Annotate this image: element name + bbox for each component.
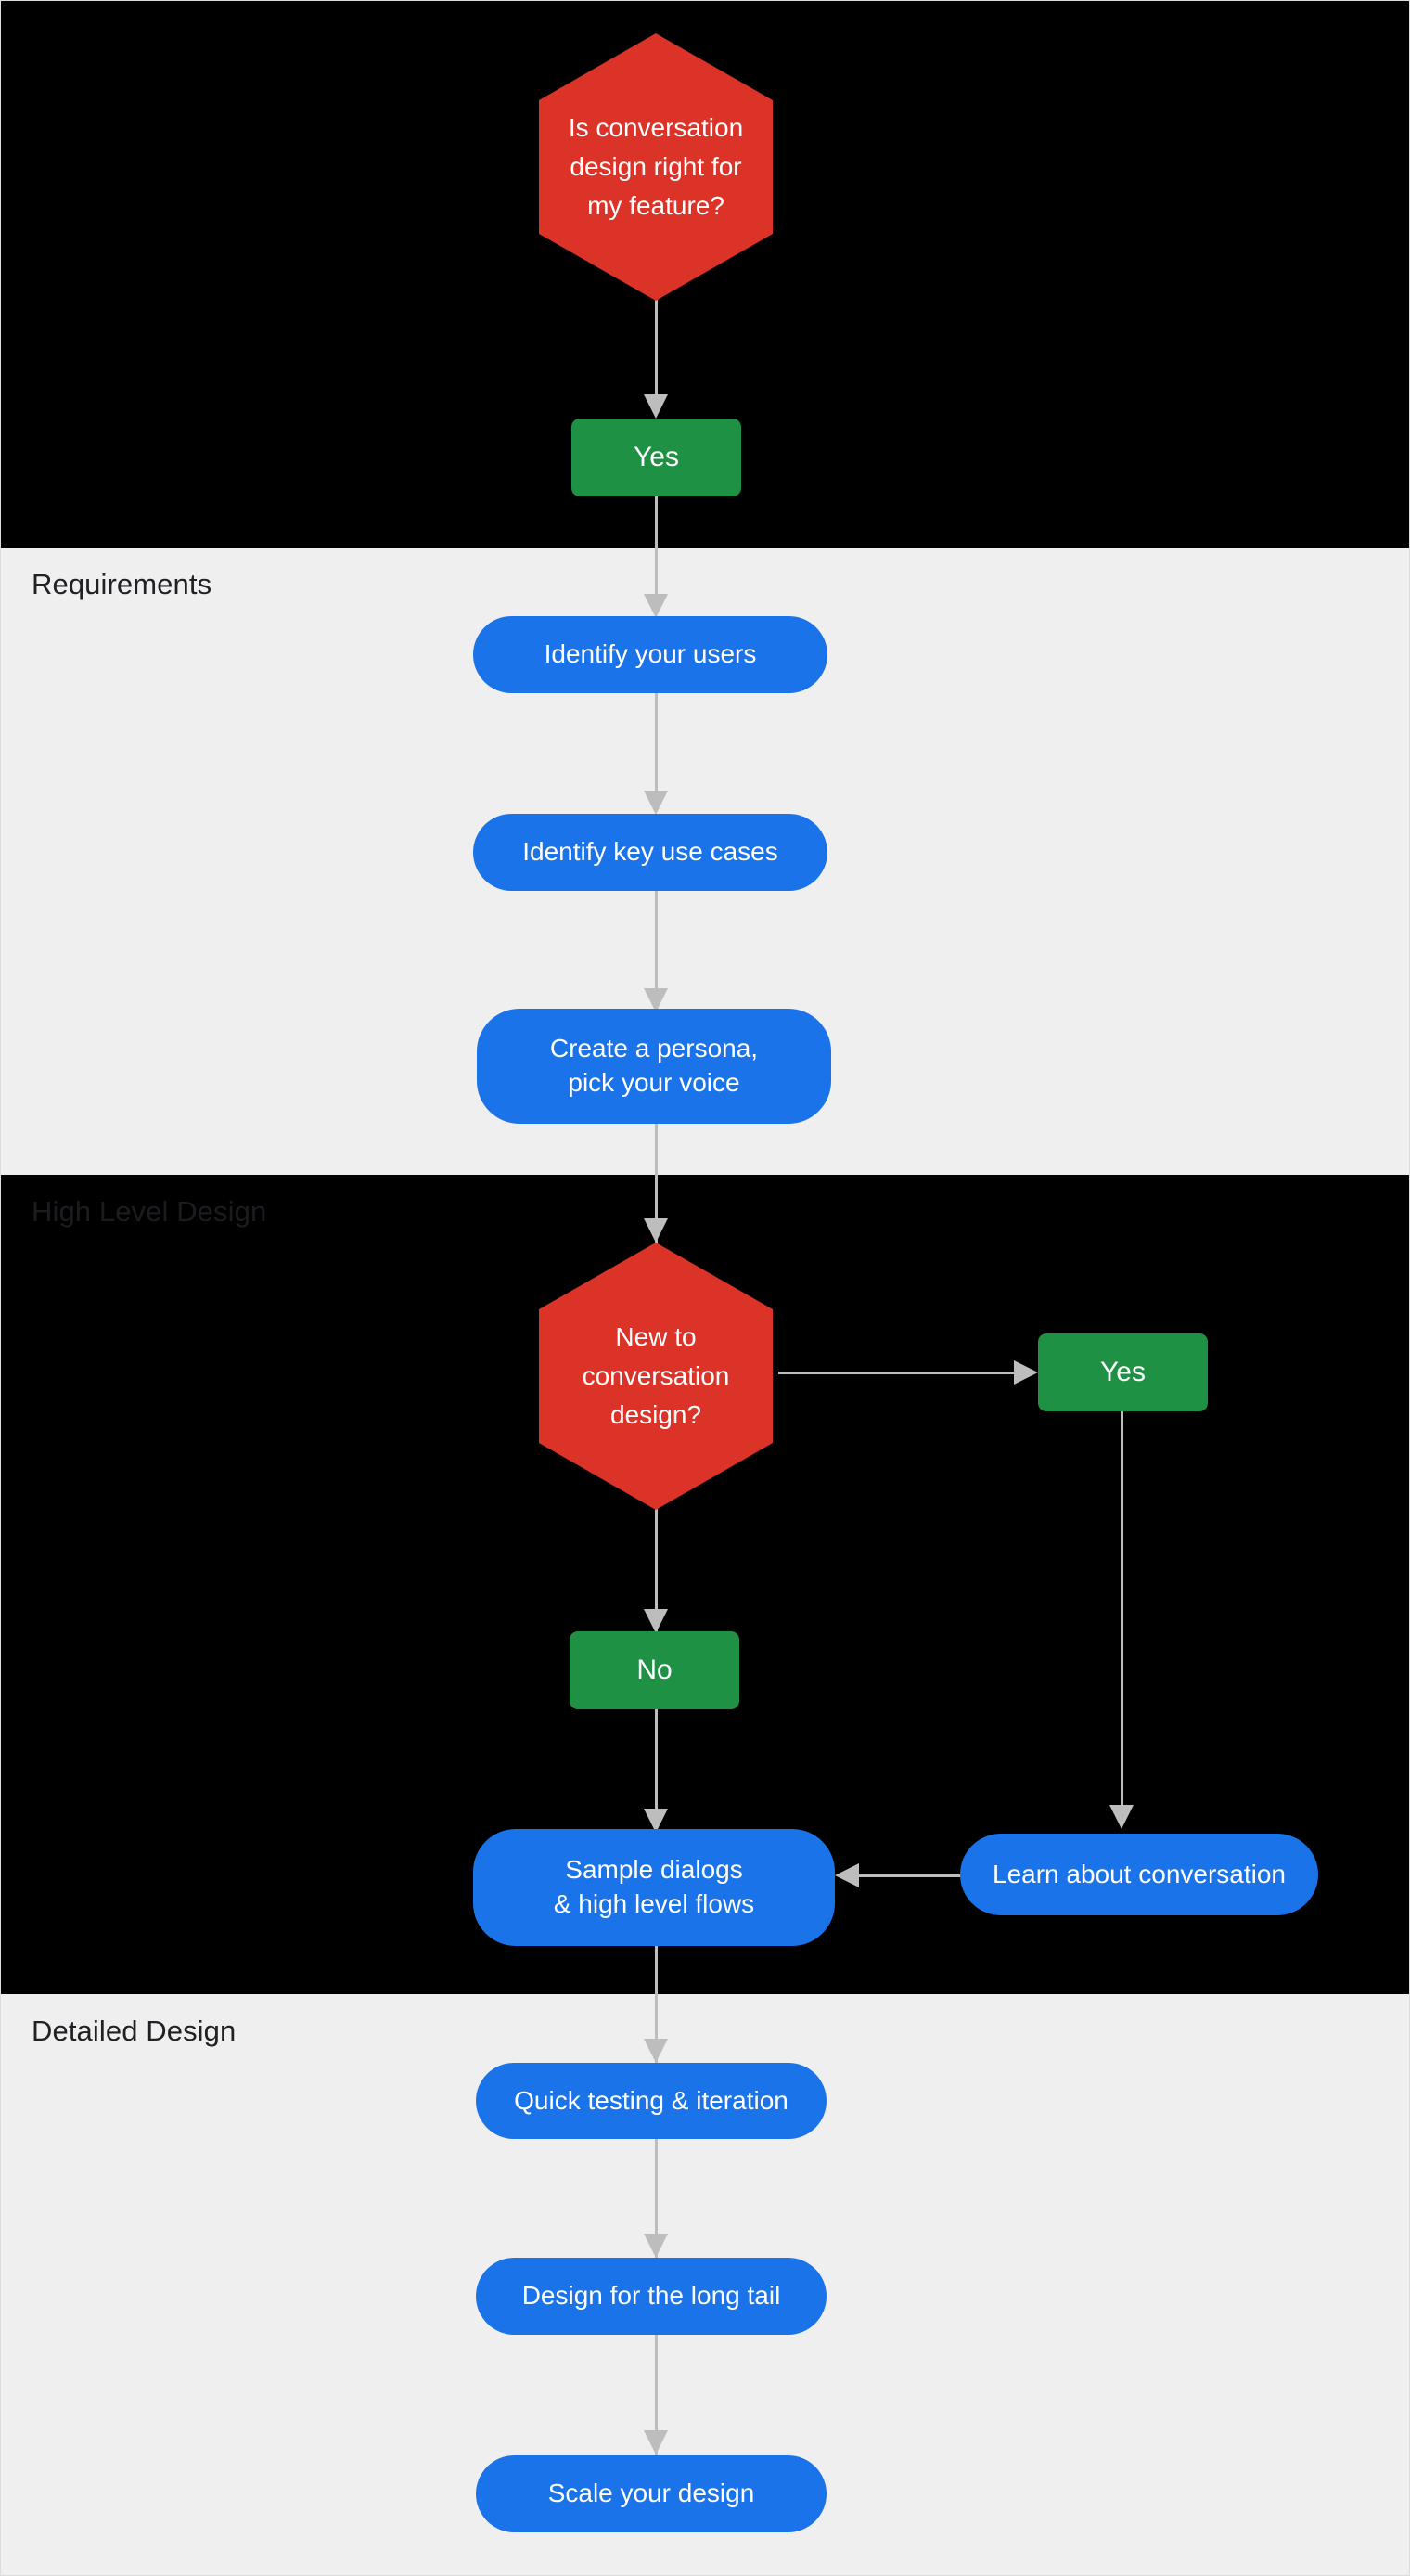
connector-decision2-to-yes2 xyxy=(778,1372,1018,1374)
sample-dialogs-line2: & high level flows xyxy=(553,1889,755,1918)
arrowhead-no-to-sample-dialogs xyxy=(644,1809,668,1833)
step-node-quick-testing-iteration-label: Quick testing & iteration xyxy=(514,2085,788,2115)
step-node-sample-dialogs[interactable]: Sample dialogs & high level flows xyxy=(473,1829,835,1946)
step-node-identify-your-users-label: Identify your users xyxy=(544,639,757,669)
connector-users-to-usecases xyxy=(655,692,658,794)
step-node-identify-key-use-cases-label: Identify key use cases xyxy=(522,837,778,867)
decision-node-new-to-conversation-design[interactable]: New to conversation design? xyxy=(539,1243,773,1510)
section-label-high-level-design: High Level Design xyxy=(32,1195,267,1228)
answer-node-yes-2-label: Yes xyxy=(1100,1357,1146,1387)
connector-learn-to-sample-dialogs xyxy=(859,1874,963,1877)
step-node-learn-about-conversation-label: Learn about conversation xyxy=(993,1859,1286,1888)
section-label-detailed-design: Detailed Design xyxy=(32,2015,237,2047)
connector-no-to-sample-dialogs xyxy=(655,1708,658,1832)
connector-yes2-to-learn xyxy=(1121,1411,1123,1810)
arrowhead-sample-to-quick-testing xyxy=(644,2039,668,2063)
step-node-design-for-long-tail-label: Design for the long tail xyxy=(521,2281,781,2311)
step-node-design-for-long-tail[interactable]: Design for the long tail xyxy=(476,2258,827,2335)
arrowhead-usecases-to-persona xyxy=(644,988,668,1012)
connector-persona-to-decision2 xyxy=(655,1124,658,1244)
step-node-scale-your-design[interactable]: Scale your design xyxy=(476,2455,827,2532)
step-node-create-persona-label: Create a persona, pick your voice xyxy=(550,1032,758,1101)
step-node-learn-about-conversation[interactable]: Learn about conversation xyxy=(960,1834,1318,1915)
step-node-create-persona[interactable]: Create a persona, pick your voice xyxy=(477,1009,831,1124)
create-persona-line2: pick your voice xyxy=(568,1068,740,1097)
step-node-sample-dialogs-label: Sample dialogs & high level flows xyxy=(554,1853,754,1922)
arrowhead-users-to-usecases xyxy=(644,791,668,815)
arrowhead-decision2-to-no xyxy=(644,1609,668,1633)
decision-node-conversation-design-right[interactable]: Is conversation design right for my feat… xyxy=(539,33,773,301)
sample-dialogs-line1: Sample dialogs xyxy=(565,1855,743,1885)
step-node-identify-your-users[interactable]: Identify your users xyxy=(473,616,827,693)
step-node-scale-your-design-label: Scale your design xyxy=(547,2479,755,2508)
answer-node-no[interactable]: No xyxy=(570,1631,739,1709)
arrowhead-long-tail-to-scale xyxy=(644,2430,668,2454)
connector-sample-to-quick-testing xyxy=(655,1945,658,2064)
arrowhead-decision1-to-yes1 xyxy=(644,394,668,419)
arrowhead-yes1-to-identify-users xyxy=(644,594,668,618)
answer-node-no-label: No xyxy=(636,1655,673,1685)
answer-node-yes-2[interactable]: Yes xyxy=(1038,1333,1208,1411)
section-label-requirements: Requirements xyxy=(32,568,212,600)
step-node-quick-testing-iteration[interactable]: Quick testing & iteration xyxy=(476,2063,827,2139)
connector-quick-to-long-tail xyxy=(655,2138,658,2259)
arrowhead-decision2-to-yes2 xyxy=(1014,1360,1038,1385)
arrowhead-quick-to-long-tail xyxy=(644,2234,668,2258)
connector-long-tail-to-scale xyxy=(655,2335,658,2455)
arrowhead-learn-to-sample-dialogs xyxy=(835,1863,859,1887)
arrowhead-yes2-to-learn xyxy=(1109,1805,1134,1829)
answer-node-yes-1[interactable]: Yes xyxy=(571,419,741,496)
connector-usecases-to-persona xyxy=(655,890,658,992)
connector-decision2-to-no xyxy=(655,1504,658,1634)
connector-yes1-to-identify-users xyxy=(655,496,658,599)
arrowhead-persona-to-decision2 xyxy=(644,1218,668,1243)
step-node-identify-key-use-cases[interactable]: Identify key use cases xyxy=(473,814,827,891)
answer-node-yes-1-label: Yes xyxy=(634,442,679,472)
connector-decision1-to-yes1 xyxy=(655,298,658,400)
create-persona-line1: Create a persona, xyxy=(549,1034,759,1063)
